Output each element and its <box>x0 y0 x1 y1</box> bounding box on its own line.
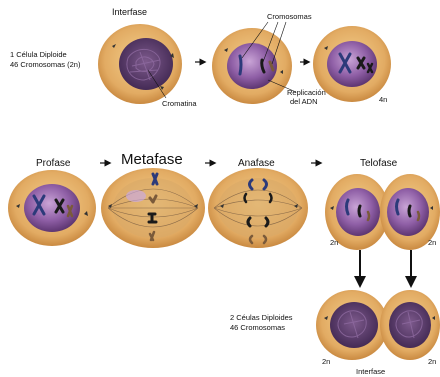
prophase-label: Profase <box>36 158 71 169</box>
chromatin-label: Cromatina <box>162 99 197 108</box>
final-interphase-label: Interfase <box>356 367 385 376</box>
daughter-cell-left <box>316 290 388 360</box>
daughters-info-line2: 46 Cromosomas <box>230 323 285 332</box>
daughter-cell-right <box>380 290 440 360</box>
prophase-cell <box>8 170 96 246</box>
cell-info-line1: 1 Célula Diploide <box>10 50 67 59</box>
replication-label-line1: Replicación <box>287 88 326 97</box>
metaphase-cell <box>101 168 205 248</box>
result-ploidy-right: 2n <box>428 357 436 366</box>
anaphase-cell <box>208 168 308 248</box>
duplicated-cell <box>313 26 391 102</box>
result-ploidy-left: 2n <box>322 357 330 366</box>
anaphase-label: Anafase <box>238 158 275 169</box>
interphase-title: Interfase <box>112 7 147 17</box>
ploidy-4n: 4n <box>379 95 387 104</box>
telophase-label: Telofase <box>360 158 398 169</box>
metaphase-label: Metafase <box>121 151 183 168</box>
interphase-cell <box>98 24 182 104</box>
replication-label-line2: del ADN <box>290 97 318 106</box>
daughters-info-line1: 2 Céulas Diploides <box>230 313 293 322</box>
telophase-ploidy-right: 2n <box>428 238 436 247</box>
cell-info-line2: 46 Cromosomas (2n) <box>10 60 81 69</box>
telophase-ploidy-left: 2n <box>330 238 338 247</box>
chromosomes-label: Cromosomas <box>267 12 312 21</box>
